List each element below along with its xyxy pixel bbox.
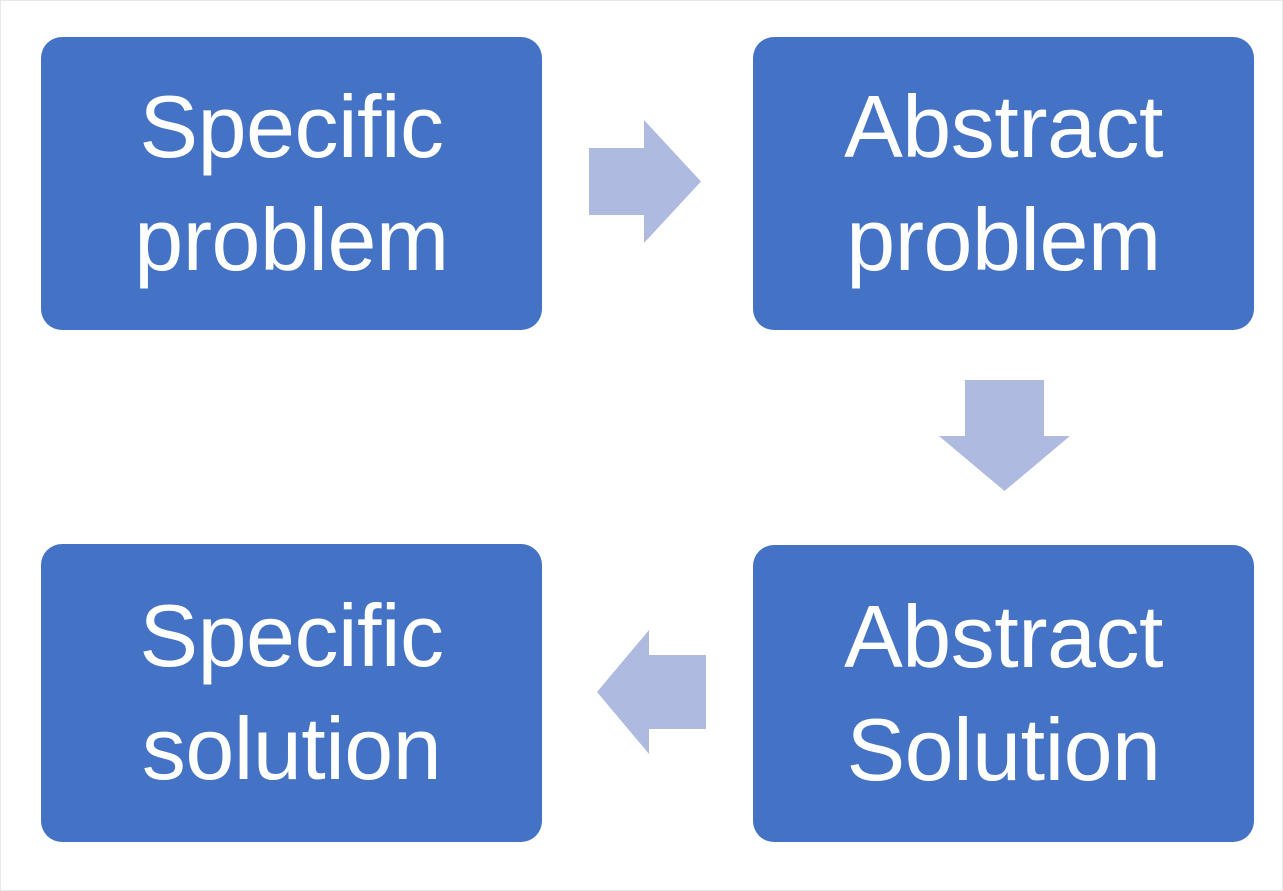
node-abstract-solution-line-1: Abstract xyxy=(844,586,1163,686)
node-abstract-solution-line-2: Solution xyxy=(846,699,1161,799)
arrow-right-icon xyxy=(589,120,701,243)
node-abstract-problem[interactable]: Abstract problem xyxy=(753,37,1254,330)
node-specific-solution-line-2: solution xyxy=(141,699,442,798)
node-specific-problem-line-1: Specific xyxy=(139,76,444,176)
node-abstract-problem-line-1: Abstract xyxy=(844,76,1163,176)
node-specific-problem[interactable]: Specific problem xyxy=(41,37,542,330)
arrow-down-icon xyxy=(939,380,1070,491)
node-abstract-problem-line-2: problem xyxy=(846,189,1161,289)
arrow-left-icon xyxy=(597,630,706,754)
node-specific-problem-line-2: problem xyxy=(134,189,449,289)
node-specific-solution-line-1: Specific xyxy=(139,586,444,686)
node-specific-solution[interactable]: Specific solution xyxy=(41,544,542,842)
node-abstract-solution[interactable]: Abstract Solution xyxy=(753,545,1254,842)
